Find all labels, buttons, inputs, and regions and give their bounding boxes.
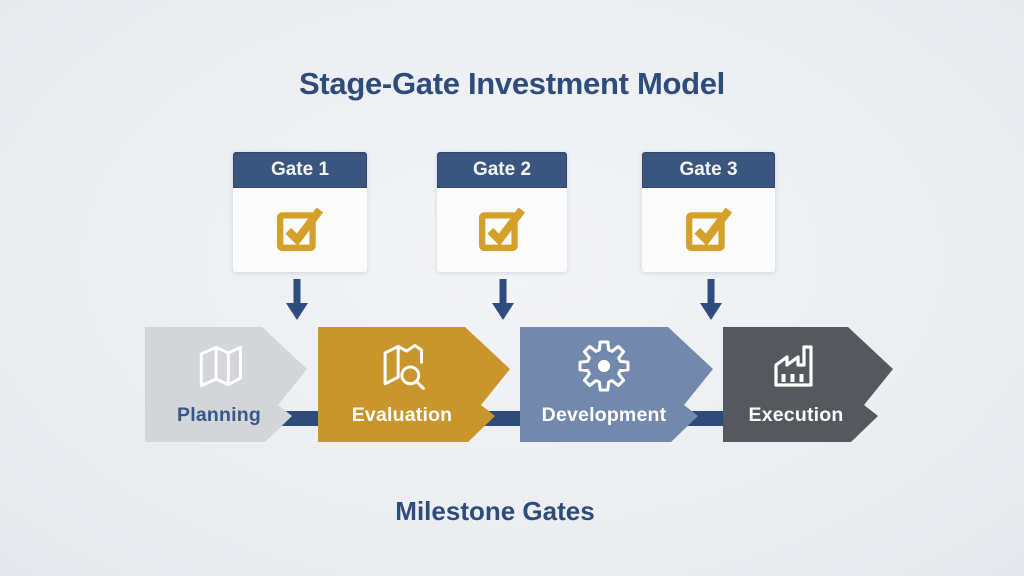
stage-label: Development	[541, 404, 667, 426]
gear-icon	[578, 340, 630, 392]
map-icon	[199, 345, 242, 388]
arrow-down-icon	[700, 279, 722, 320]
factory-icon	[774, 345, 813, 387]
checkbox-check-icon	[685, 207, 732, 251]
checkbox-check-icon	[479, 207, 526, 251]
arrow-down-icon	[286, 279, 308, 320]
gate-card-3: Gate 3	[642, 152, 775, 272]
stage-evaluation: Evaluation	[318, 327, 510, 442]
stage-label: Execution	[748, 404, 844, 426]
diagram-caption: Milestone Gates	[395, 496, 595, 526]
stage-label: Planning	[177, 404, 261, 426]
checkbox-check-icon	[277, 207, 324, 251]
stage-execution: Execution	[723, 327, 893, 442]
stage-development: Development	[520, 327, 713, 442]
gate-3-header: Gate 3	[642, 152, 775, 188]
map-search-icon	[383, 343, 425, 390]
gate-1-header: Gate 1	[233, 152, 367, 188]
gate-card-1: Gate 1	[233, 152, 367, 272]
gate-card-2: Gate 2	[437, 152, 567, 272]
page-title: Stage-Gate Investment Model	[299, 66, 725, 101]
stage-planning: Planning	[145, 327, 307, 442]
arrow-down-icon	[492, 279, 514, 320]
stage-label: Evaluation	[351, 404, 453, 426]
gate-2-header: Gate 2	[437, 152, 567, 188]
